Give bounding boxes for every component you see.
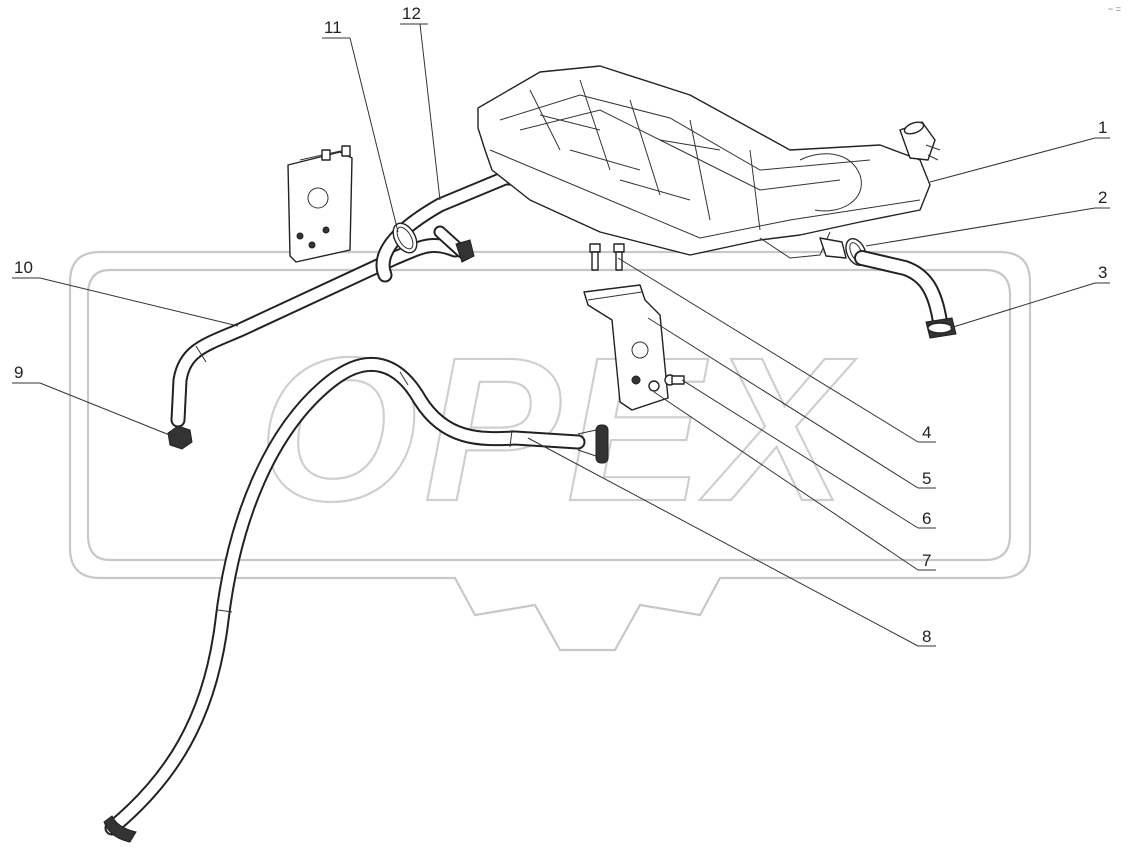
callout-labels: 1 2 3 4 5 6 7 8 9 10 11 12 bbox=[14, 4, 1107, 646]
callout-9: 9 bbox=[14, 363, 23, 382]
part-6-nut bbox=[664, 374, 685, 386]
part-4-bolts bbox=[589, 243, 625, 271]
callout-4: 4 bbox=[922, 423, 931, 442]
callout-1: 1 bbox=[1098, 118, 1107, 137]
callout-8: 8 bbox=[922, 627, 931, 646]
part-8-tail-pipe bbox=[103, 357, 609, 843]
part-3-rear-pipe bbox=[854, 250, 957, 339]
callout-5: 5 bbox=[922, 469, 931, 488]
callout-2: 2 bbox=[1098, 188, 1107, 207]
watermark-gear-inner bbox=[86, 268, 1012, 562]
callout-7: 7 bbox=[922, 551, 931, 570]
leader-lines bbox=[12, 23, 1110, 647]
part-7-nut bbox=[631, 375, 660, 392]
corner-mark: ~ = bbox=[1108, 4, 1121, 14]
watermark-gear-outline bbox=[68, 250, 1032, 652]
part-5-bracket bbox=[583, 284, 669, 411]
callout-10: 10 bbox=[14, 258, 33, 277]
watermark-text: OPEX bbox=[258, 315, 856, 544]
callout-11: 11 bbox=[324, 18, 342, 37]
part-1-muffler bbox=[477, 65, 941, 259]
part-9-nut bbox=[167, 425, 193, 450]
watermark-logo: OPEX bbox=[68, 250, 1032, 652]
upper-left-bracket bbox=[287, 145, 353, 263]
part-11-clamp bbox=[392, 222, 418, 254]
part-10-front-pipe bbox=[170, 237, 463, 428]
callout-3: 3 bbox=[1098, 263, 1107, 282]
callout-12: 12 bbox=[402, 4, 421, 23]
callout-6: 6 bbox=[922, 509, 931, 528]
